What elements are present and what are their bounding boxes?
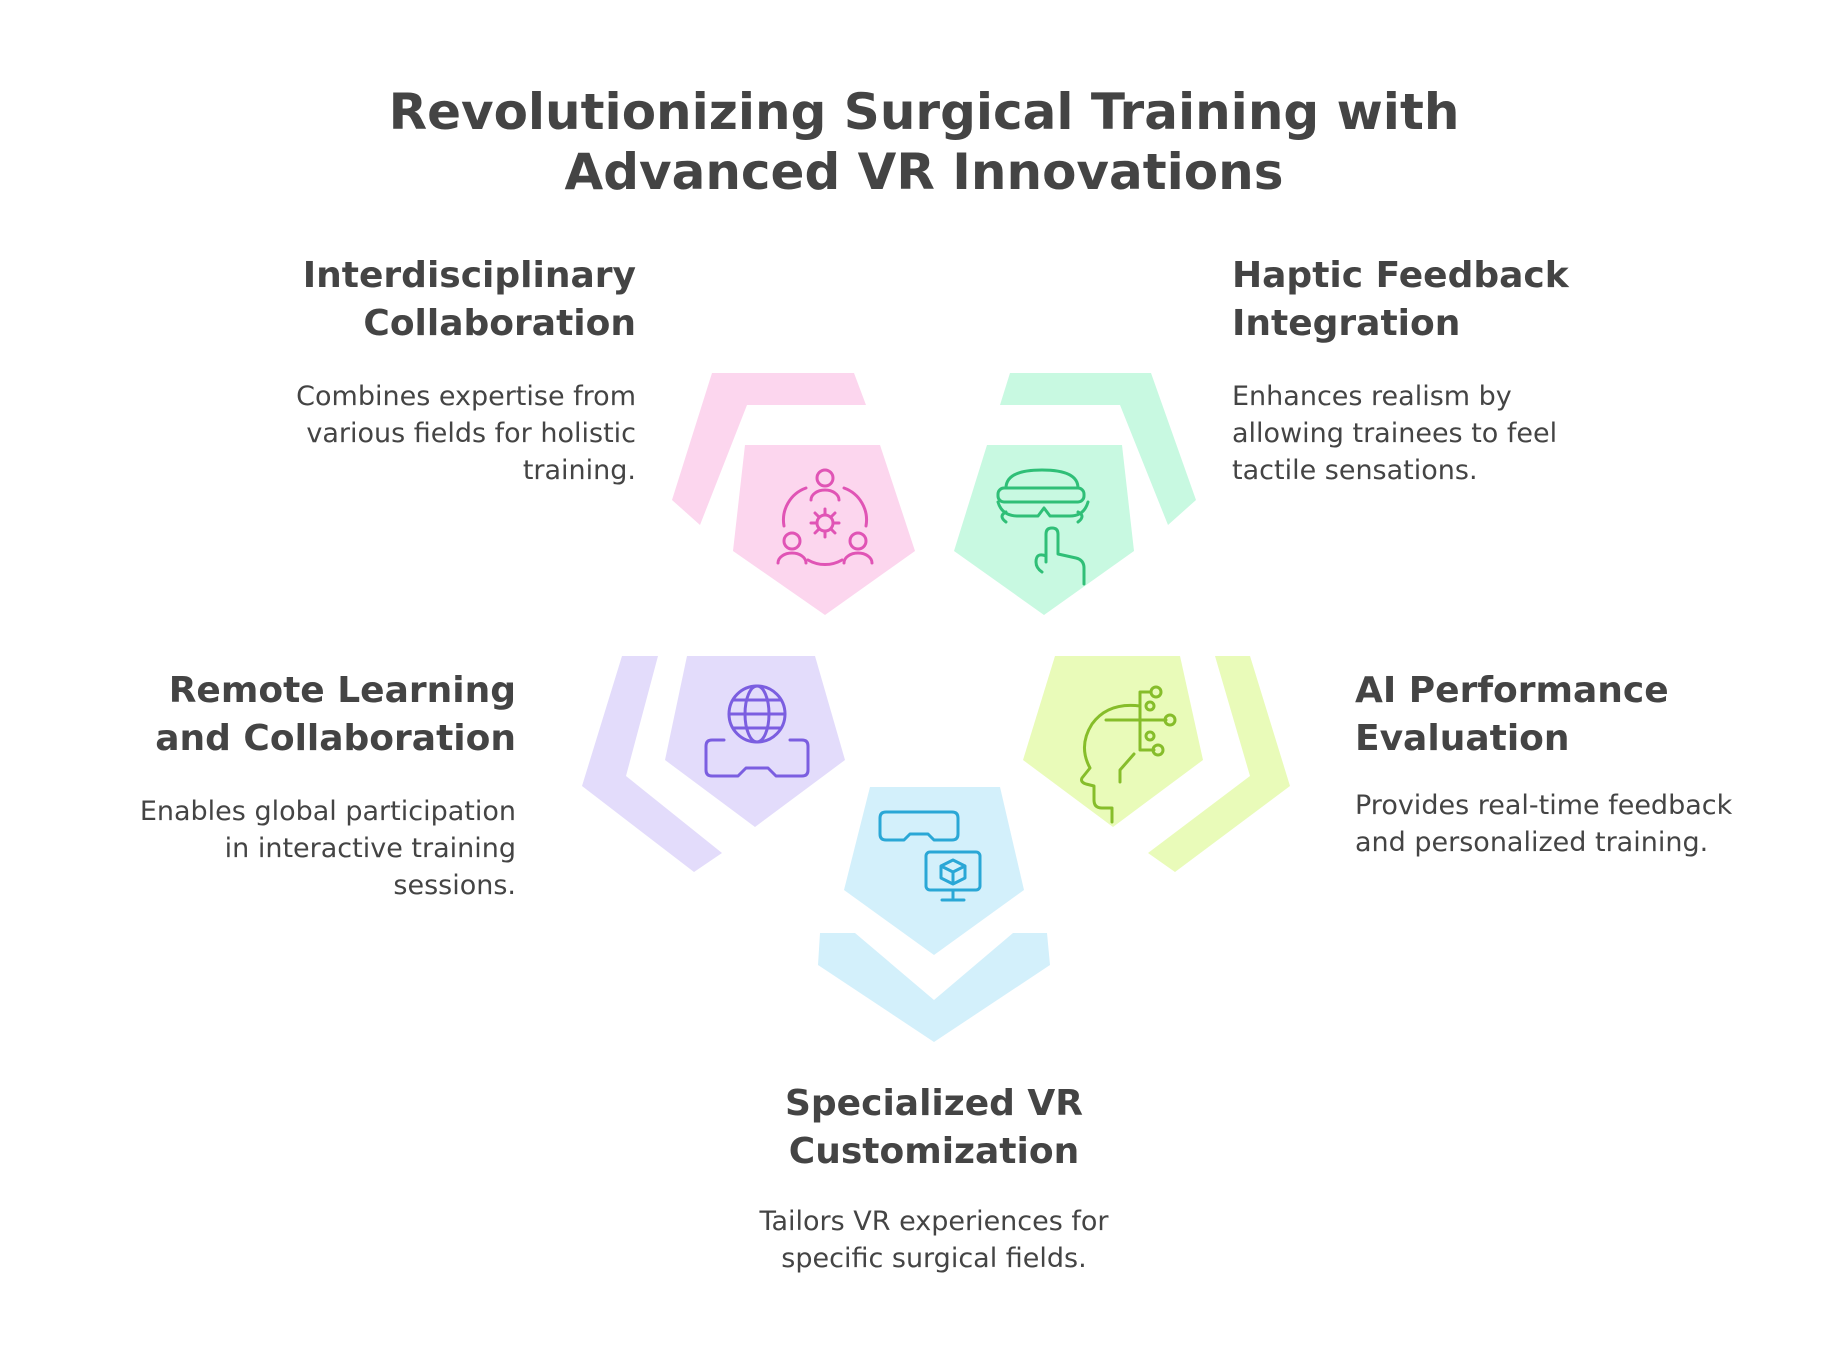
ai-heading: AI Performance Evaluation bbox=[1355, 670, 1669, 759]
ai-description: Provides real-time feedback and personal… bbox=[1355, 790, 1733, 858]
cyan-outer-segment bbox=[818, 933, 1050, 1042]
diagram-title: Revolutionizing Surgical Training with A… bbox=[324, 82, 1524, 202]
title-line-1: Revolutionizing Surgical Training with bbox=[388, 83, 1460, 141]
remote-heading: Remote Learning and Collaboration bbox=[155, 670, 516, 759]
lavender-outer-segment bbox=[582, 656, 722, 872]
remote-description: Enables global participation in interact… bbox=[139, 796, 516, 901]
specialized-description: Tailors VR experiences for specific surg… bbox=[759, 1206, 1109, 1274]
globe-vr-icon bbox=[704, 684, 810, 778]
lime-pentagon bbox=[1023, 656, 1203, 827]
pink-outer-segment bbox=[672, 373, 866, 525]
cyan-pentagon bbox=[844, 787, 1024, 955]
lime-outer-segment bbox=[1148, 656, 1290, 872]
haptic-heading: Haptic Feedback Integration bbox=[1232, 255, 1569, 344]
title-line-2: Advanced VR Innovations bbox=[564, 143, 1284, 201]
vr-touch-icon bbox=[996, 468, 1090, 586]
specialized-heading: Specialized VR Customization bbox=[784, 1083, 1084, 1172]
green-pentagon bbox=[954, 445, 1134, 615]
vr-monitor-cube-icon bbox=[878, 810, 982, 902]
interdisciplinary-description: Combines expertise from various fields f… bbox=[296, 381, 636, 486]
haptic-description: Enhances realism by allowing trainees to… bbox=[1232, 381, 1558, 486]
interdisciplinary-heading: Interdisciplinary Collaboration bbox=[302, 255, 636, 344]
ai-head-icon bbox=[1080, 685, 1177, 824]
green-outer-segment bbox=[1000, 373, 1196, 525]
team-collaboration-icon bbox=[776, 468, 874, 567]
